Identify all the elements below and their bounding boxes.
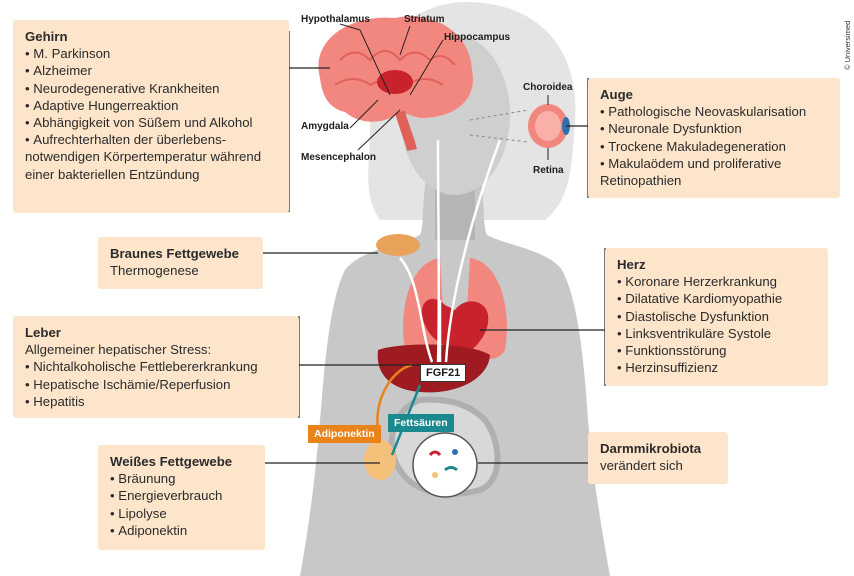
list-item: Funktionsstörung [617,342,816,359]
weisses-fettgewebe-box: Weißes Fettgewebe Bräunung Energieverbra… [98,445,265,550]
list-item: Hepatitis [25,393,287,410]
eye [469,104,570,148]
list-item: Adiponektin [110,522,253,539]
list-item: Energieverbrauch [110,487,253,504]
weisses-fettgewebe-list: Bräunung Energieverbrauch Lipolyse Adipo… [110,470,253,539]
herz-box: Herz Koronare Herzerkrankung Dilatative … [605,248,828,386]
darmmikrobiota-box: Darmmikrobiota verändert sich [588,432,728,484]
fettsaeuren-tag: Fettsäuren [388,414,454,432]
list-item: Dilatative Kardiomyopathie [617,290,816,307]
brain-label-lines [339,23,444,151]
list-item: Herzinsuffizienz [617,359,816,376]
auge-list: Pathologische Neovaskularisation Neurona… [600,103,828,189]
label-hypothalamus: Hypothalamus [301,14,370,25]
white-fat [364,440,396,480]
leber-subtitle: Allgemeiner hepatischer Stress: [25,342,212,358]
label-amygdala: Amygdala [301,121,349,132]
list-item: Diastolische Dysfunktion [617,308,816,325]
auge-title: Auge [600,87,633,102]
list-item: M. Parkinson [25,45,277,62]
gehirn-title: Gehirn [25,29,68,44]
list-item: Alzheimer [25,62,277,79]
list-item: Pathologische Neovaskularisation [600,103,828,120]
braunes-fettgewebe-box: Braunes Fettgewebe Thermogenese [98,237,263,289]
list-item: Trockene Makuladegeneration [600,138,828,155]
gehirn-box: Gehirn M. Parkinson Alzheimer Neurodegen… [13,20,289,213]
brown-fat [376,234,420,256]
list-item: Makulaödem und proliferative Retinopathi… [600,155,828,189]
label-hippocampus: Hippocampus [444,32,511,43]
auge-box: Auge Pathologische Neovaskularisation Ne… [588,78,840,198]
label-striatum: Striatum [404,14,445,25]
neck [435,190,475,240]
darmmikrobiota-subtitle: verändert sich [600,458,683,474]
leber-list: Nichtalkoholische Fettlebererkrankung He… [25,358,287,410]
leber-title: Leber [25,325,61,340]
copyright-credit: © Universimed [843,20,852,70]
adiponektin-tag: Adiponektin [308,425,381,443]
list-item: Neuronale Dysfunktion [600,120,828,137]
label-mesencephalon: Mesencephalon [301,152,377,163]
list-item: Nichtalkoholische Fettlebererkrankung [25,358,287,375]
braunes-fettgewebe-subtitle: Thermogenese [110,263,199,279]
list-item: Aufrechterhalten der überlebens-notwendi… [25,131,277,183]
label-choroidea: Choroidea [523,82,573,93]
list-item: Hepatische Ischämie/Reperfusion [25,376,287,393]
list-item: Koronare Herzerkrankung [617,273,816,290]
list-item: Adaptive Hungerreaktion [25,97,277,114]
gehirn-list: M. Parkinson Alzheimer Neurodegenerative… [25,45,277,183]
list-item: Bräunung [110,470,253,487]
fgf21-label: FGF21 [420,364,467,382]
herz-list: Koronare Herzerkrankung Dilatative Kardi… [617,273,816,376]
list-item: Lipolyse [110,505,253,522]
list-item: Abhängigkeit von Süßem und Alkohol [25,114,277,131]
list-item: Linksventrikuläre Systole [617,325,816,342]
fgf21-arrows [399,139,502,363]
weisses-fettgewebe-title: Weißes Fettgewebe [110,454,233,469]
list-item: Neurodegenerative Krankheiten [25,80,277,97]
microbiota-circle [412,432,478,498]
darmmikrobiota-title: Darmmikrobiota [600,441,702,456]
braunes-fettgewebe-title: Braunes Fettgewebe [110,246,239,261]
label-retina: Retina [533,165,564,176]
brain [318,16,473,152]
herz-title: Herz [617,257,646,272]
leber-box: Leber Allgemeiner hepatischer Stress: Ni… [13,316,299,418]
